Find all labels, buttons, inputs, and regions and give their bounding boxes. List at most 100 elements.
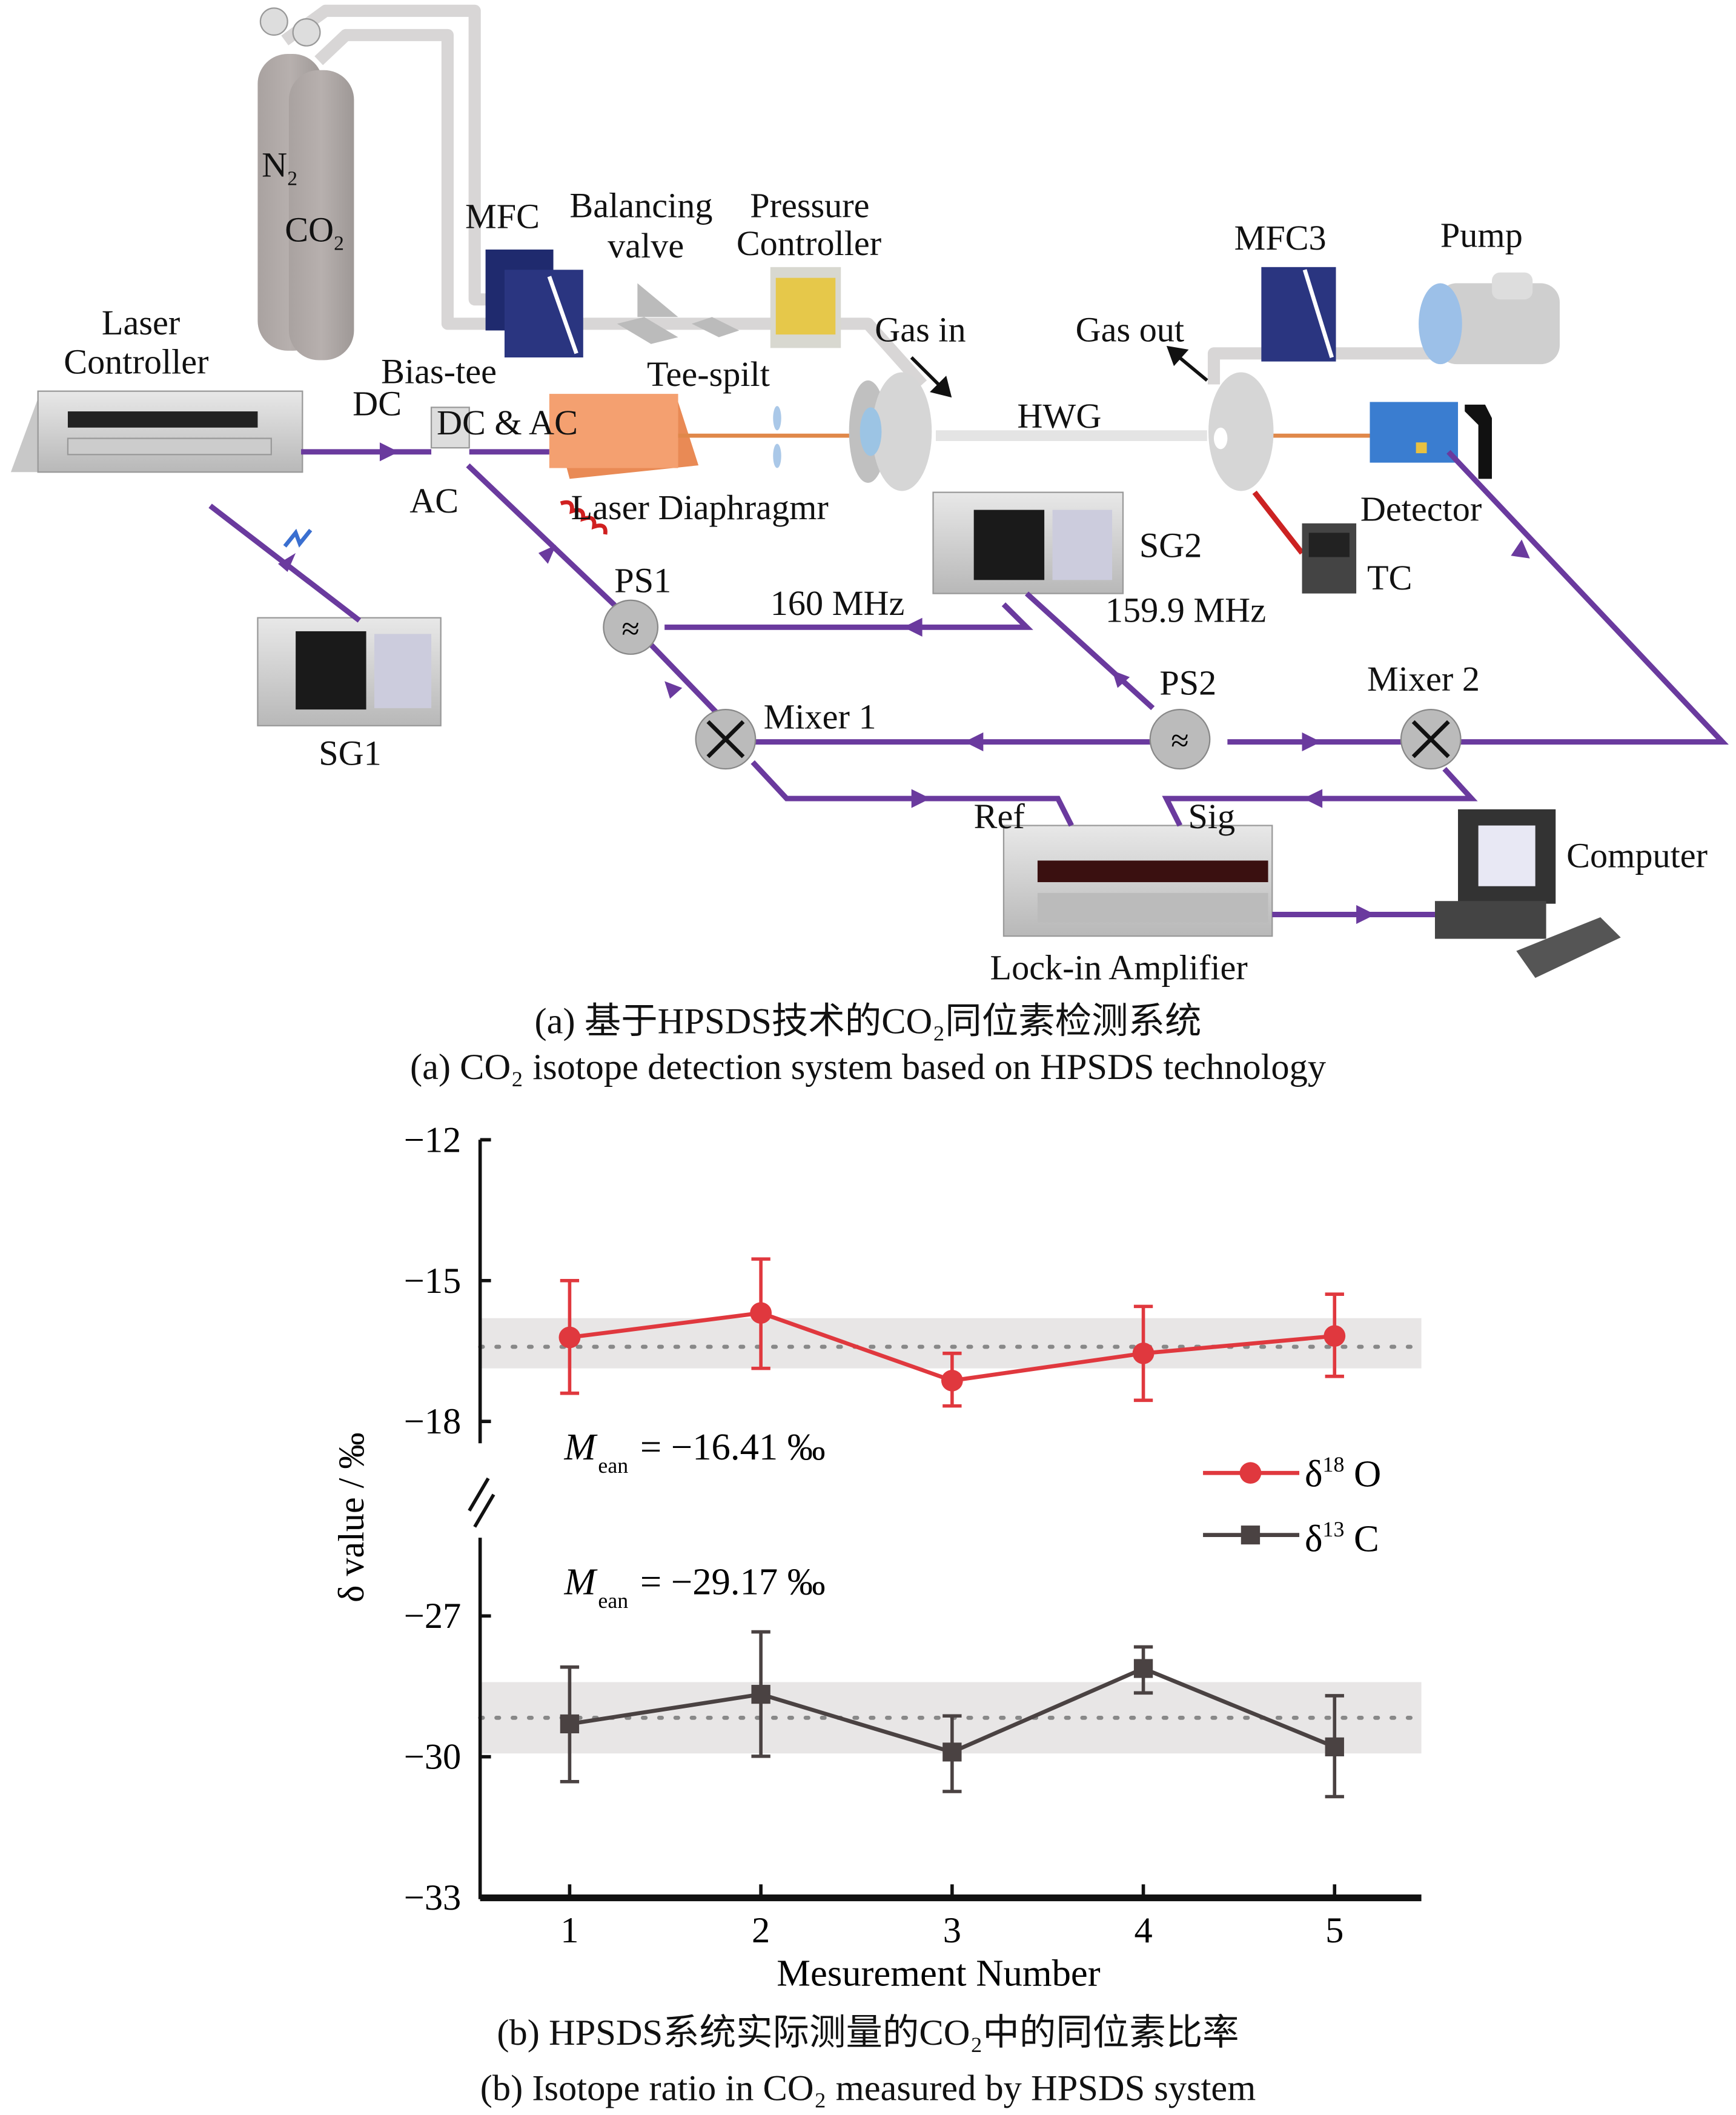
label-n2: N2 <box>262 145 297 191</box>
svg-text:δ18 O: δ18 O <box>1305 1452 1381 1495</box>
mixer2 <box>1400 708 1462 770</box>
label-ps2: PS2 <box>1159 663 1217 703</box>
label-hwg: HWG <box>1017 396 1102 436</box>
series-delta13c <box>560 1630 1344 1799</box>
sg1-device <box>257 617 442 726</box>
data-point <box>751 1685 770 1704</box>
laser-controller-device <box>10 390 303 473</box>
label-co2-cylinder: CO2 <box>285 210 344 256</box>
label-detector: Detector <box>1360 490 1482 529</box>
svg-text:M: M <box>563 1426 597 1468</box>
label-mixer1: Mixer 1 <box>763 697 876 737</box>
label-mixer2: Mixer 2 <box>1367 659 1480 699</box>
svg-text:≈: ≈ <box>1171 722 1188 759</box>
data-point <box>943 1742 962 1762</box>
label-mfc: MFC <box>465 197 540 236</box>
x-tick-label: 5 <box>1325 1910 1343 1951</box>
gas-cell-out <box>1208 372 1274 491</box>
label-sg1: SG1 <box>319 734 382 773</box>
legend: δ18 O δ13 C <box>1203 1452 1381 1559</box>
gas-flow-arrows <box>910 345 1208 398</box>
caption-b-cn: (b) HPSDS系统实际测量的CO₂中的同位素比率 <box>497 2012 1239 2053</box>
caption-a-cn: (a) 基于HPSDS技术的CO₂同位素检测系统 <box>534 1000 1202 1041</box>
x-tick-label: 2 <box>752 1910 770 1951</box>
label-gas-in: Gas in <box>875 310 966 350</box>
data-point <box>1132 1343 1155 1364</box>
y-tick-label: −15 <box>404 1261 462 1301</box>
svg-text:ean: ean <box>598 1453 628 1478</box>
ps1-splitter: ≈ <box>603 599 659 655</box>
ps2-splitter: ≈ <box>1149 708 1211 770</box>
computer-device <box>1434 809 1621 978</box>
mixer1 <box>695 708 757 770</box>
pressure-controller <box>770 267 841 348</box>
data-point <box>1324 1325 1346 1347</box>
label-pressure-2: Controller <box>736 224 882 264</box>
legend-marker-circle <box>1239 1462 1262 1484</box>
label-mfc3: MFC3 <box>1234 218 1327 258</box>
series-delta18o <box>558 1257 1346 1408</box>
x-tick-label: 1 <box>560 1910 578 1951</box>
label-pump: Pump <box>1440 216 1523 255</box>
mfc-units <box>485 249 583 357</box>
caption-a-en: (a) CO₂ isotope detection system based o… <box>409 1046 1327 1087</box>
legend-item-o18: δ18 O <box>1203 1452 1381 1495</box>
y-tick-label: −33 <box>404 1878 462 1918</box>
data-point <box>1133 1659 1153 1678</box>
detection-system-diagram: ≈ ≈ <box>10 4 1729 978</box>
label-bias-tee: Bias-tee <box>381 352 497 391</box>
y-tick-label: −18 <box>404 1401 462 1442</box>
y-tick-label: −12 <box>404 1120 462 1160</box>
label-1599mhz: 159.9 MHz <box>1105 591 1267 630</box>
diaphragm <box>773 406 781 468</box>
x-tick-label: 4 <box>1134 1910 1152 1951</box>
svg-text:ean: ean <box>598 1589 628 1613</box>
label-dc: DC <box>353 384 402 424</box>
gas-cell-in <box>849 372 932 491</box>
x-axis-label: Mesurement Number <box>777 1951 1101 1994</box>
mean-annotation-c13: M ean = −29.17 ‰ <box>563 1561 825 1613</box>
data-point <box>941 1369 963 1392</box>
data-point <box>750 1302 772 1324</box>
label-ref: Ref <box>973 797 1025 837</box>
label-laser-controller-2: Controller <box>64 342 209 382</box>
pump <box>1419 272 1560 365</box>
coil-icon-red <box>560 500 608 535</box>
label-sg2: SG2 <box>1139 526 1202 565</box>
balancing-valve <box>617 283 740 344</box>
coil-icon-blue <box>283 528 313 548</box>
label-dc-ac: DC & AC <box>436 403 578 443</box>
svg-text:= −29.17 ‰: = −29.17 ‰ <box>640 1561 826 1603</box>
y-tick-label: −30 <box>404 1737 462 1778</box>
label-balancing-1: Balancing <box>569 186 713 225</box>
label-tc: TC <box>1367 558 1413 598</box>
laser-source <box>549 394 699 479</box>
label-ps1: PS1 <box>614 561 672 600</box>
caption-b-en: (b) Isotope ratio in CO₂ measured by HPS… <box>480 2068 1256 2108</box>
sg2-device <box>932 491 1124 594</box>
label-gas-out: Gas out <box>1075 310 1185 350</box>
svg-text:= −16.41 ‰: = −16.41 ‰ <box>640 1426 826 1468</box>
svg-text:M: M <box>563 1561 597 1603</box>
svg-text:≈: ≈ <box>621 610 639 646</box>
x-tick-label: 3 <box>943 1910 961 1951</box>
lockin-device <box>1002 825 1273 937</box>
label-computer: Computer <box>1566 836 1708 875</box>
mean-annotation-o18: M ean = −16.41 ‰ <box>563 1426 825 1478</box>
tc-device <box>1302 523 1357 594</box>
bias-tee-device <box>430 407 470 449</box>
data-point <box>1325 1737 1344 1756</box>
svg-text:δ13 C: δ13 C <box>1305 1517 1379 1559</box>
axis-break-marker <box>468 1477 495 1528</box>
detector-device <box>1370 402 1492 479</box>
gas-cylinders <box>257 7 354 360</box>
signal-arrows <box>278 442 1530 925</box>
y-axis-label: δ value / ‰ <box>331 1433 372 1602</box>
label-ac: AC <box>409 481 459 521</box>
data-point <box>560 1714 580 1734</box>
data-point <box>558 1326 581 1349</box>
label-laser-controller-1: Laser <box>101 303 181 343</box>
label-tee-split: Tee-spilt <box>647 354 770 394</box>
